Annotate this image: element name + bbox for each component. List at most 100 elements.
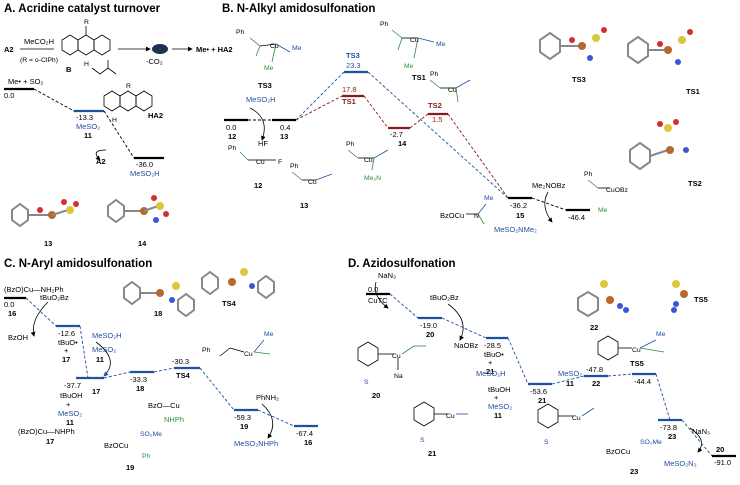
energy-18: -33.3 [130, 375, 147, 384]
b-label: B [66, 65, 72, 74]
ts2-3d-label: TS2 [688, 179, 702, 188]
tbuo2bz-label: tBuO₂Bz [40, 293, 69, 302]
compound-18-3d: 18 [154, 309, 162, 318]
compound-23s: 23 [630, 467, 638, 476]
cu-label: Cu [448, 87, 457, 94]
r-label: R [84, 19, 89, 26]
bzocu-label: BzOCu [104, 441, 128, 450]
ph-label: Ph [202, 347, 211, 354]
model-ts3 [539, 27, 607, 61]
compound-11-d: 11 [566, 379, 574, 388]
cu-label: Cu [308, 179, 317, 186]
cu-label: Cu [392, 353, 401, 360]
panel-a-title: A. Acridine catalyst turnover [4, 3, 161, 15]
start-complex: (BzO)Cu—NH₂Ph [4, 285, 64, 294]
compound-21s: 21 [428, 449, 436, 458]
energy-21a: -28.5 [484, 341, 501, 350]
curved-arrow [689, 427, 703, 453]
compound-13-label: 13 [300, 201, 308, 210]
compound-22: 22 [592, 379, 600, 388]
energy-17a: -12.6 [58, 329, 75, 338]
tbuoh-label: tBuOH [488, 385, 511, 394]
model-18 [123, 280, 195, 318]
compound-21: 21 [486, 367, 494, 376]
meso2nhph-label: MeSO₂NHPh [234, 439, 278, 448]
energy-19: -59.3 [234, 413, 251, 422]
compound-15: 15 [516, 211, 524, 220]
compound-19: 19 [240, 422, 248, 431]
ts3-structure [249, 37, 291, 63]
connector [681, 419, 713, 457]
ts1-energy-label: TS1 [342, 97, 356, 106]
meso2-label: MeSO₂ [76, 122, 100, 131]
connector [33, 88, 75, 112]
structure-22-2d [537, 403, 595, 429]
meso2nme2-label: MeSO₂NMe₂ [494, 225, 537, 234]
products-label: Me• + HA2 [196, 45, 233, 54]
energy-13: 0.4 [280, 123, 290, 132]
curved-arrow [374, 281, 389, 309]
meso2-label: MeSO₂ [488, 402, 512, 411]
connector [295, 71, 345, 121]
me-label: Me [656, 331, 666, 338]
curved-arrow [447, 303, 464, 341]
bzocu-label: BzOCu [606, 447, 630, 456]
ph-label: Ph [290, 163, 299, 170]
ts3-label: TS3 [258, 81, 272, 90]
meco2h-label: MeCO₂H [24, 37, 54, 46]
model-ts4 [201, 268, 275, 300]
ts1-3d-label: TS1 [686, 87, 700, 96]
model-ts5 [671, 280, 688, 313]
cu-label: Cu [410, 37, 419, 44]
me2nobz-label: Me₂NOBz [532, 181, 566, 190]
compound-21b: 21 [538, 396, 546, 405]
ts4-label: TS4 [176, 371, 191, 380]
compound-19b: 19 [126, 463, 134, 472]
meso2h-label: MeSO₂H [92, 331, 122, 340]
tbuo-label: tBuO• [58, 338, 78, 347]
compound-22-3d: 22 [590, 323, 598, 332]
meso2n3-label: MeSO₂N₃ [664, 459, 697, 468]
compound-17: 17 [62, 355, 70, 364]
energy-12: 0.0 [226, 123, 236, 132]
meso2h-label: MeSO₂H [246, 95, 276, 104]
connector [103, 371, 131, 379]
so2me-label: SO₂Me [140, 431, 162, 438]
compound-16: 16 [8, 309, 16, 318]
structure-15 [466, 203, 487, 225]
structure-13 [291, 171, 333, 181]
ha2-label: HA2 [148, 111, 163, 120]
energy-22: -47.8 [586, 365, 603, 374]
me-label: Me [484, 195, 494, 202]
model-ts1 [627, 29, 693, 65]
structure-final-b [587, 179, 610, 189]
model-22 [577, 280, 629, 318]
curved-arrow [30, 301, 49, 337]
cu-label: Cu [632, 347, 641, 354]
compound-12-label: 12 [254, 181, 262, 190]
structure-ts5 [597, 335, 665, 361]
structure-cu-n [347, 149, 389, 171]
connector [507, 337, 529, 385]
ts2-energy-label: TS2 [428, 101, 442, 110]
ts1-label: TS1 [412, 73, 426, 82]
tbuo2bz-label: tBuO₂Bz [430, 293, 459, 302]
curved-arrow [261, 403, 274, 439]
connector [295, 95, 343, 121]
model-ts2 [629, 119, 689, 171]
so2me-label: SO₂Me [640, 439, 662, 446]
ts4-structure [219, 339, 271, 357]
bzo-cu-label: BzO—Cu [148, 401, 180, 410]
connector [25, 297, 57, 327]
compound-12: 12 [228, 132, 236, 141]
me-label: Me [436, 41, 446, 48]
connector [447, 113, 509, 199]
compound-14: 14 [398, 139, 407, 148]
panel-d-title: D. Azidosulfonation [348, 258, 456, 270]
tbuo-label: tBuO• [484, 350, 504, 359]
cu-label: Cu [364, 157, 373, 164]
energy-ts4: -30.3 [172, 357, 189, 366]
bzoh-label: BzOH [8, 333, 28, 342]
